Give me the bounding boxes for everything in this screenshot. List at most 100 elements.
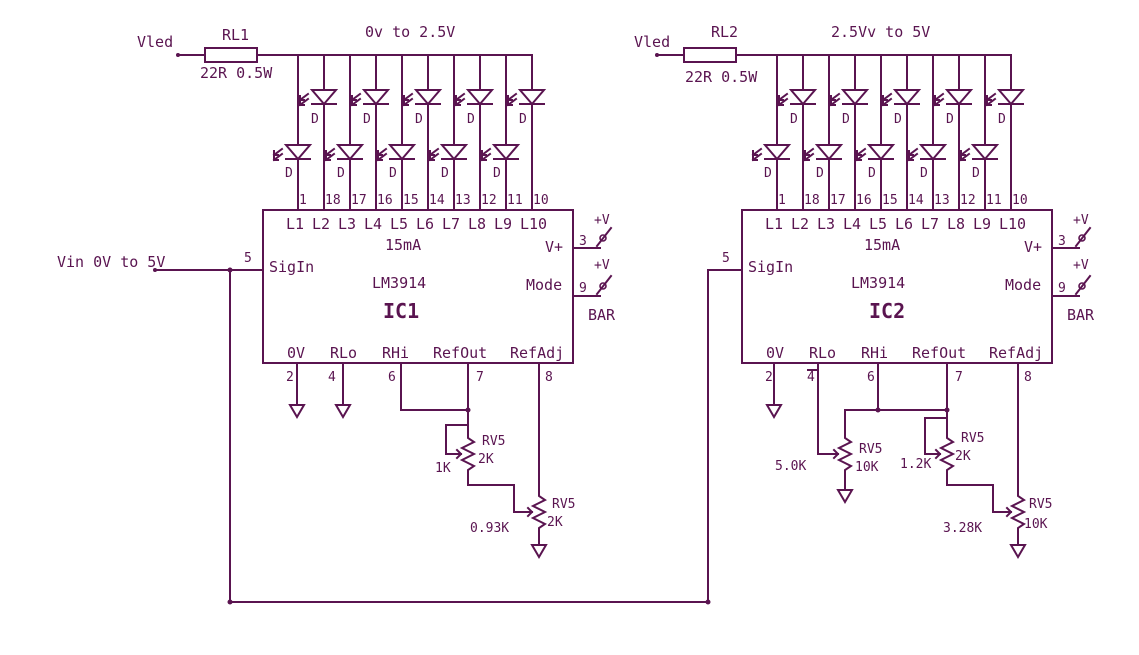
chip-pin-label: L7 (442, 215, 460, 233)
led-label: D (467, 112, 475, 127)
ic2-pot-lo-name: RV5 (859, 442, 882, 457)
ic1-bottom-pins: 0V RLo RHi RefOut RefAdj 2 4 6 7 8 (286, 344, 564, 385)
ic2-led-bus (776, 54, 1012, 211)
ic1-part-label: LM3914 (372, 274, 426, 292)
chip-pin-label: L10 (520, 215, 547, 233)
pin-number: 1 (778, 193, 786, 208)
pin-number: 10 (1012, 193, 1028, 208)
ic1-circuit: Vled RL1 22R 0.5W 0v to 2.5V (57, 23, 616, 603)
chip-pin-label: L6 (895, 215, 913, 233)
ic2-pot1-value: 2K (955, 449, 971, 464)
ground-icon (531, 544, 547, 558)
ic2-part-label: LM3914 (851, 274, 905, 292)
ic1-name: IC1 (383, 299, 419, 323)
ic2-plusv-label: +V (1073, 213, 1089, 228)
ground-icon (289, 404, 305, 418)
ic2-chip-body (741, 209, 1053, 364)
pin-number: 12 (481, 193, 497, 208)
ic2-pot1-name: RV5 (961, 431, 984, 446)
led-label: D (868, 166, 876, 181)
ic2-current: 15mA (864, 236, 900, 254)
pin-number: 1 (299, 193, 307, 208)
ic1-pot1-setting: 1K (435, 461, 451, 476)
chip-pin-label: L3 (817, 215, 835, 233)
chip-pin-label: RefOut (912, 344, 966, 362)
ic1-current: 15mA (385, 236, 421, 254)
ic2-resistor-value: 22R 0.5W (685, 68, 758, 86)
pin-number: 11 (986, 193, 1002, 208)
pin-number: 16 (377, 193, 393, 208)
ic2-pot2 (995, 489, 1025, 535)
chip-pin-label: RLo (809, 344, 836, 362)
ic2-resistor-label: RL2 (711, 23, 738, 41)
pin-number: 9 (1058, 281, 1066, 296)
pin-number: 10 (533, 193, 549, 208)
ic2-mode-label: Mode (1005, 276, 1041, 294)
led-label: D (311, 112, 319, 127)
chip-pin-label: L9 (494, 215, 512, 233)
pin-number: 6 (388, 370, 396, 385)
ic2-leds: D D D D D D D D D D (752, 79, 1024, 181)
ground-icon (837, 489, 853, 503)
led-label: D (337, 166, 345, 181)
pin-number: 8 (545, 370, 553, 385)
ic2-led-pin-numbers: 1 18 17 16 15 14 13 12 11 10 (778, 193, 1028, 208)
ic1-pot2-name: RV5 (552, 497, 575, 512)
ic2-vled-label: Vled (634, 33, 670, 51)
ic2-pot-lo-value: 10K (855, 460, 879, 475)
ic2-sigin-label: SigIn (748, 258, 793, 276)
ic2-pot-lo (822, 431, 852, 477)
ic1-pot1-value: 2K (478, 452, 494, 467)
ic2-pot2-name: RV5 (1029, 497, 1052, 512)
pin-number: 16 (856, 193, 872, 208)
ic1-pot2-value: 2K (547, 515, 563, 530)
ic2-bottom-pins: 0V RLo RHi RefOut RefAdj 2 4 6 7 8 (765, 344, 1043, 385)
led-label: D (285, 166, 293, 181)
pin-number: 15 (403, 193, 419, 208)
led-label: D (946, 112, 954, 127)
led-label: D (764, 166, 772, 181)
ic1-pot2 (516, 489, 546, 535)
chip-pin-label: RefOut (433, 344, 487, 362)
chip-pin-label: 0V (766, 344, 784, 362)
led-label: D (998, 112, 1006, 127)
led-label: D (493, 166, 501, 181)
ic2-circuit: Vled RL2 22R 0.5W 2.5Vv to 5V (634, 23, 1095, 558)
led-label: D (842, 112, 850, 127)
ic2-vplus-label: V+ (1024, 238, 1042, 256)
chip-pin-label: RHi (861, 344, 888, 362)
pin-number: 14 (908, 193, 924, 208)
ic1-vplus-jumper-icon (596, 227, 612, 247)
pin-number: 9 (579, 281, 587, 296)
ic1-resistor-value: 22R 0.5W (200, 64, 273, 82)
pin-number: 18 (325, 193, 341, 208)
pin-number: 13 (455, 193, 471, 208)
chip-pin-label: L5 (869, 215, 887, 233)
pin-number: 4 (328, 370, 336, 385)
ic1-resistor-label: RL1 (222, 26, 249, 44)
chip-pin-label: RefAdj (989, 344, 1043, 362)
ic1-vled-label: Vled (137, 33, 173, 51)
ic2-range-label: 2.5Vv to 5V (831, 23, 930, 41)
pin-number: 7 (955, 370, 963, 385)
pin-number: 8 (1024, 370, 1032, 385)
ground-icon (1010, 544, 1026, 558)
ic2-top-pins: L1 L2 L3 L4 L5 L6 L7 L8 L9 L10 (765, 215, 1026, 233)
ic1-vplus-label: V+ (545, 238, 563, 256)
pin-number: 2 (765, 370, 773, 385)
ic1-mode-label: Mode (526, 276, 562, 294)
led-label: D (441, 166, 449, 181)
pin-number: 13 (934, 193, 950, 208)
ic1-chip-body (262, 209, 574, 364)
led-label: D (894, 112, 902, 127)
ic1-pot2-setting: 0.93K (470, 521, 509, 536)
ic2-resistor (683, 47, 737, 63)
led-label: D (790, 112, 798, 127)
ic2-pot2-value: 10K (1024, 517, 1048, 532)
pin-number: 3 (1058, 234, 1066, 249)
chip-pin-label: RHi (382, 344, 409, 362)
pin-number: 2 (286, 370, 294, 385)
pin-number: 17 (351, 193, 367, 208)
input-label: Vin 0V to 5V (57, 253, 165, 271)
